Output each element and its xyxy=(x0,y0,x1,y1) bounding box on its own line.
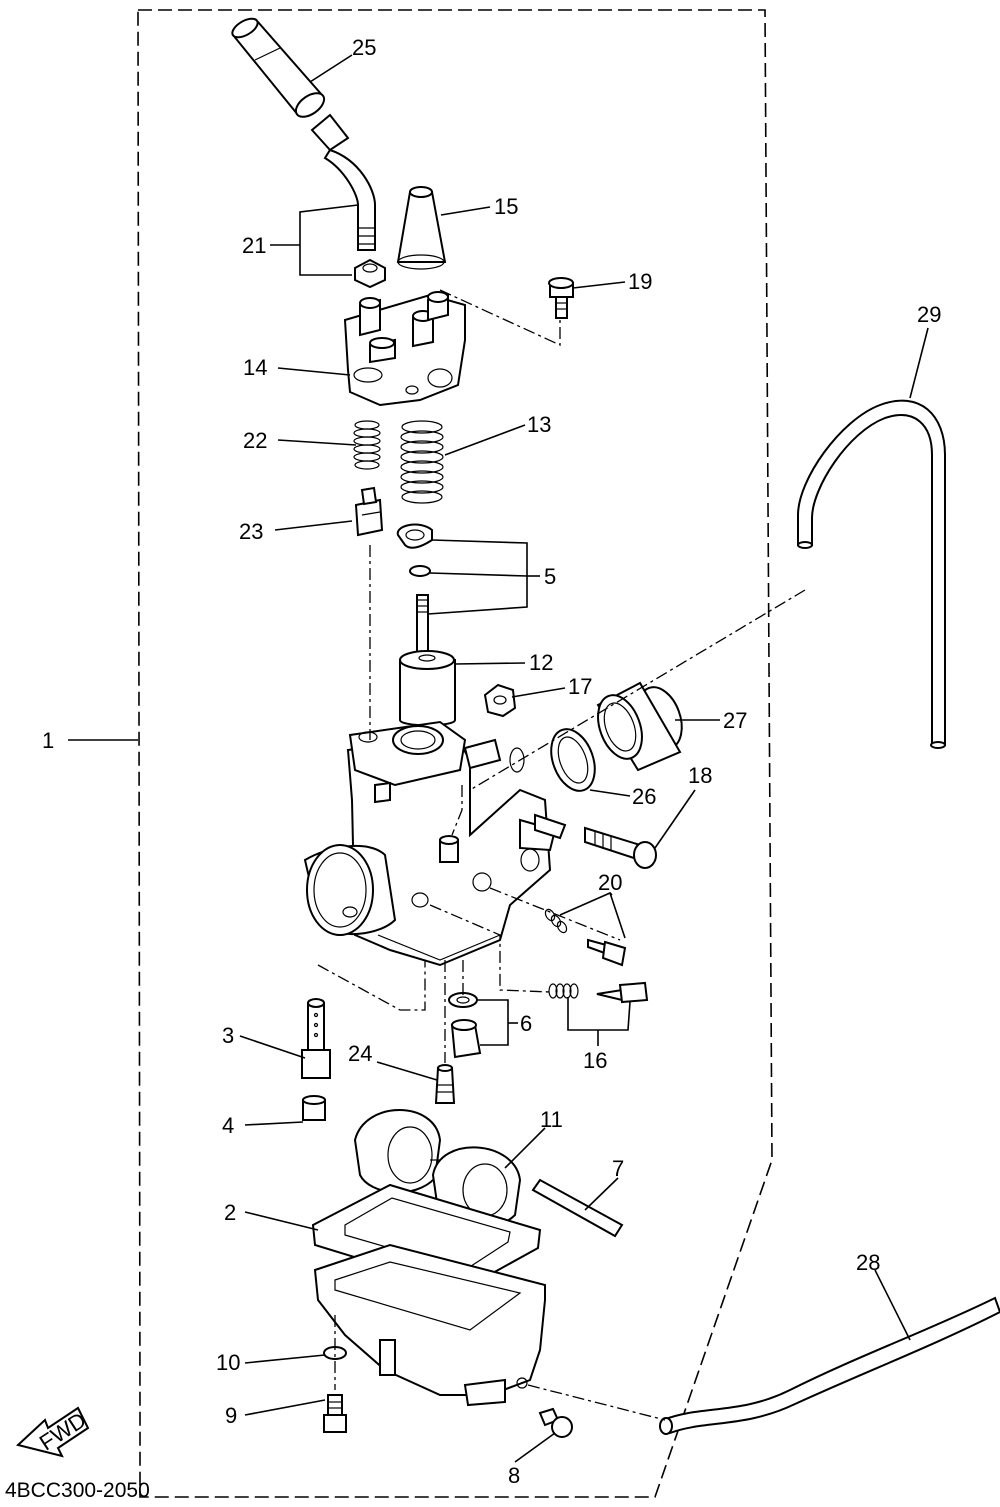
callout-16: 16 xyxy=(583,1048,607,1073)
part-14-top-cover xyxy=(343,291,466,407)
callout-14: 14 xyxy=(243,355,267,380)
part-29-vent-hose xyxy=(797,399,946,749)
callout-10: 10 xyxy=(216,1350,240,1375)
part-8-drain-screw xyxy=(538,1407,573,1438)
callout-21: 21 xyxy=(242,233,266,258)
callout-5: 5 xyxy=(544,564,556,589)
callout-4: 4 xyxy=(222,1113,234,1138)
assembly-boundary xyxy=(137,9,773,1498)
callout-22: 22 xyxy=(243,428,267,453)
callout-3: 3 xyxy=(222,1023,234,1048)
part-21-cable-adjuster xyxy=(310,113,386,289)
part-6-main-jet xyxy=(448,992,482,1059)
part-25-cable-boot xyxy=(231,17,326,118)
callout-23: 23 xyxy=(239,519,263,544)
part-12-throttle-valve xyxy=(399,594,456,727)
callout-labels: 1 2 3 4 5 6 7 8 9 10 11 12 13 14 15 16 1… xyxy=(42,35,941,1488)
callout-7: 7 xyxy=(612,1156,624,1181)
leader-lines xyxy=(68,54,929,1463)
part-2-gasket xyxy=(311,1183,542,1292)
callout-8: 8 xyxy=(508,1463,520,1488)
part-16-air-screw xyxy=(548,981,649,1004)
part-28-drain-hose xyxy=(659,1296,1000,1435)
part-20-pilot-screw xyxy=(544,908,627,967)
part-19-screw xyxy=(548,277,574,319)
float-chamber xyxy=(313,1243,546,1407)
callout-28: 28 xyxy=(856,1250,880,1275)
callout-12: 12 xyxy=(529,650,553,675)
callout-11: 11 xyxy=(540,1107,563,1132)
fwd-arrow-icon: FWD xyxy=(15,1406,90,1458)
callout-26: 26 xyxy=(632,784,656,809)
part-7-float-pin xyxy=(531,1178,624,1238)
callout-17: 17 xyxy=(568,674,592,699)
callout-2: 2 xyxy=(224,1200,236,1225)
callout-19: 19 xyxy=(628,269,652,294)
callout-6: 6 xyxy=(520,1011,532,1036)
callout-29: 29 xyxy=(917,302,941,327)
part-3-needle-jet xyxy=(301,998,331,1079)
diagram-code: 4BCC300-2050 xyxy=(5,1479,150,1502)
assembly-lines xyxy=(317,289,806,1421)
part-24-pilot-jet xyxy=(434,1064,456,1104)
callout-20: 20 xyxy=(598,870,622,895)
callout-13: 13 xyxy=(527,412,551,437)
part-13-throttle-spring xyxy=(400,420,444,504)
part-9-screw xyxy=(323,1394,347,1433)
callout-1: 1 xyxy=(42,728,54,753)
callout-15: 15 xyxy=(494,194,518,219)
part-22-small-spring xyxy=(353,420,381,470)
part-1-carburetor-body xyxy=(303,720,567,967)
callout-18: 18 xyxy=(688,763,712,788)
callout-9: 9 xyxy=(225,1403,237,1428)
part-17-nut xyxy=(483,683,517,718)
part-26-o-ring xyxy=(550,728,596,792)
part-4-jet xyxy=(302,1095,326,1121)
part-23-starter-plunger xyxy=(354,486,384,537)
part-15-cap xyxy=(396,186,447,270)
part-5-clip xyxy=(396,523,433,577)
callout-27: 27 xyxy=(723,708,747,733)
part-18-bolt xyxy=(584,826,657,869)
part-27-joint xyxy=(596,681,683,772)
callout-24: 24 xyxy=(348,1041,372,1066)
callout-25: 25 xyxy=(352,35,376,60)
